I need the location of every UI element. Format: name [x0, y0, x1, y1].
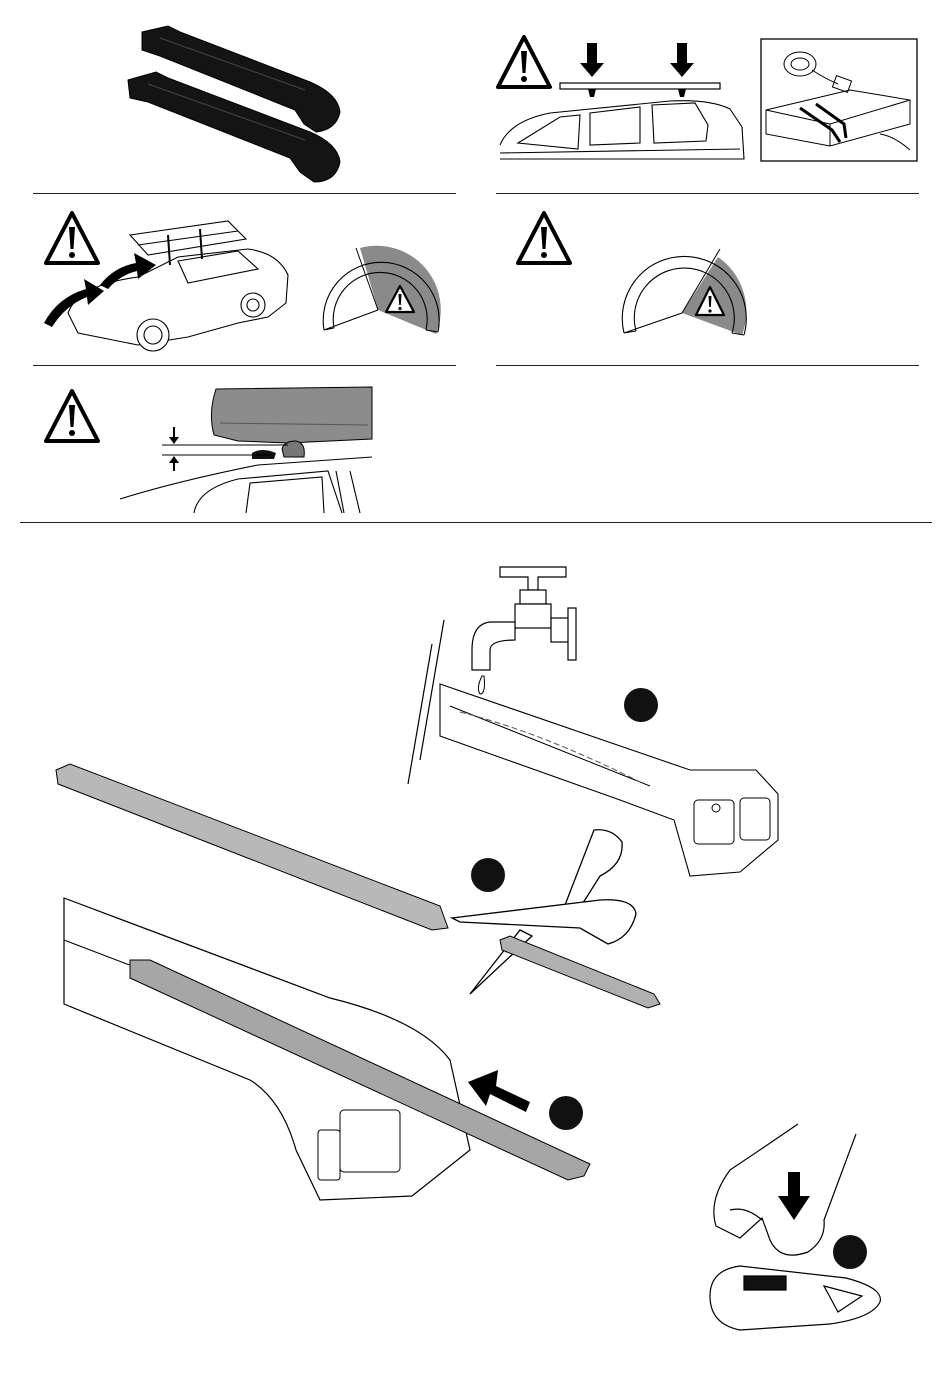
down-arrow-icon: [169, 427, 179, 444]
center-load-warning-panel: [490, 25, 750, 165]
speed-gauge: [323, 246, 441, 334]
roof-bars-illustration: [120, 20, 350, 190]
strap-detail-panel: [760, 38, 918, 162]
up-arrow-icon: [169, 456, 179, 471]
cover-strip-long: [56, 764, 448, 930]
warning-triangle-icon: [46, 391, 98, 441]
speed-gauge-warning-panel: [510, 205, 910, 360]
divider-row2-right: [496, 365, 919, 366]
scissors-icon: [452, 830, 636, 994]
roof-box-clearance-warning-panel: [38, 383, 378, 515]
warning-triangle-icon: [498, 37, 550, 87]
divider-row2-left: [33, 365, 456, 366]
end-cap-profile: [710, 1266, 880, 1330]
speed-gauge: [622, 249, 746, 335]
faucet-icon: [472, 567, 576, 670]
rinse-channel-step: [408, 567, 778, 876]
warning-triangle-icon: [518, 213, 570, 263]
divider-row1-right: [496, 193, 919, 194]
roof-bars-pair-panel: [120, 20, 350, 190]
press-end-cap-step: [710, 1124, 880, 1330]
wind-load-speed-warning-panel: [38, 205, 448, 360]
cover-strip-cut-piece: [500, 936, 660, 1008]
assembly-illustration: [0, 525, 950, 1392]
section-divider: [20, 522, 932, 523]
warning-triangle-icon: [46, 213, 98, 263]
hand-icon: [714, 1124, 856, 1255]
down-arrow-icon: [580, 43, 694, 77]
right-arrow-icon: [468, 1070, 530, 1112]
divider-row1-left: [33, 193, 456, 194]
